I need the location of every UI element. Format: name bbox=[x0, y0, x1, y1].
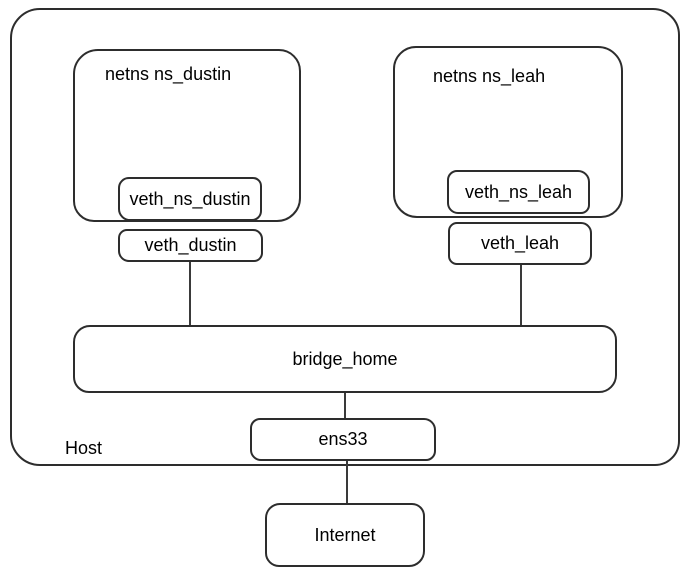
veth-leah-to-bridge-line bbox=[520, 265, 522, 325]
veth-ns-leah-box: veth_ns_leah bbox=[447, 170, 590, 214]
bridge-home-label: bridge_home bbox=[292, 348, 398, 369]
veth-dustin-box: veth_dustin bbox=[118, 229, 263, 262]
veth-leah-label: veth_leah bbox=[480, 233, 560, 254]
bridge-home-box: bridge_home bbox=[73, 325, 617, 393]
internet-label: Internet bbox=[314, 524, 376, 545]
netns-leah-label: netns ns_leah bbox=[433, 66, 546, 86]
veth-ns-dustin-box: veth_ns_dustin bbox=[118, 177, 262, 221]
host-label: Host bbox=[65, 438, 103, 458]
veth-dustin-to-bridge-line bbox=[189, 262, 191, 325]
veth-leah-box: veth_leah bbox=[448, 222, 592, 265]
bridge-to-ens33-line bbox=[344, 393, 346, 418]
veth-dustin-label: veth_dustin bbox=[144, 235, 237, 256]
veth-ns-leah-label: veth_ns_leah bbox=[464, 181, 573, 202]
netns-dustin-label: netns ns_dustin bbox=[105, 64, 232, 84]
ens33-box: ens33 bbox=[250, 418, 436, 461]
veth-ns-dustin-label: veth_ns_dustin bbox=[129, 188, 251, 209]
internet-box: Internet bbox=[265, 503, 425, 567]
ens33-to-internet-line bbox=[346, 461, 348, 503]
ens33-label: ens33 bbox=[318, 429, 368, 450]
